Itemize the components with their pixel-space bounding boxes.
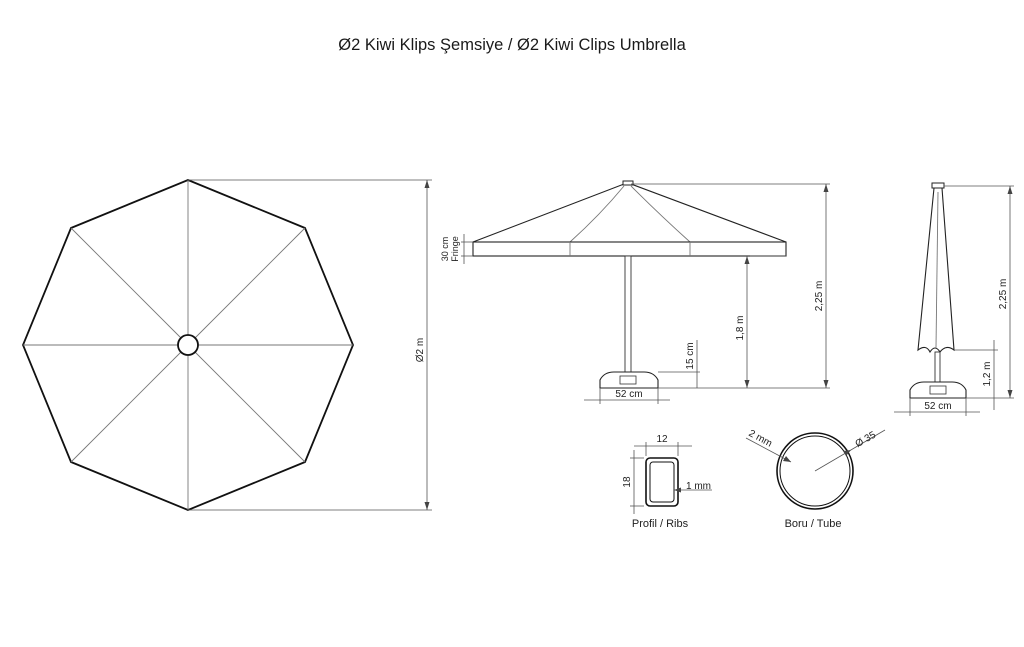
rib-height-label: 18 (622, 476, 633, 488)
center-hub (177, 334, 199, 356)
pole (624, 255, 632, 373)
canopy-roof (472, 183, 787, 243)
rib-wall-label: 1 mm (686, 481, 711, 492)
tube-section: 2 mm Ø 35 Boru / Tube (745, 428, 886, 530)
diameter-label: Ø2 m (415, 338, 426, 362)
rib-profile-inner (649, 461, 675, 503)
top-view: Ø2 m (22, 179, 432, 511)
closed-height-label: 1,2 m (982, 361, 993, 386)
base-width-label: 52 cm (615, 389, 642, 400)
drawing-title: Ø2 Kiwi Klips Şemsiye / Ø2 Kiwi Clips Um… (338, 36, 686, 54)
closed-canopy (917, 187, 955, 354)
closed-total-height-label: 2,25 m (998, 279, 1009, 310)
canopy-fringe (472, 241, 787, 257)
fringe-height-label: 30 cm (440, 237, 450, 262)
canopy-ribs (23, 180, 353, 510)
closed-view: 2,25 m 1,2 m 52 cm (894, 182, 1014, 416)
tube-diameter-label: Ø 35 (854, 429, 879, 450)
rib-profile: 12 18 1 mm Profil / Ribs (622, 434, 712, 530)
closed-base-width-label: 52 cm (924, 401, 951, 412)
rib-width-label: 12 (656, 434, 668, 445)
total-height-label: 2,25 m (814, 281, 825, 312)
rib-caption: Profil / Ribs (632, 518, 689, 530)
tube-wall-label: 2 mm (747, 428, 774, 449)
closed-pole (934, 351, 941, 383)
diameter-dimension: Ø2 m (188, 179, 432, 511)
side-view: 30 cm Fringe 2,25 m 1,8 m 15 cm 52 cm (440, 180, 830, 404)
base-height-label: 15 cm (685, 342, 696, 369)
canopy-edge-height-label: 1,8 m (735, 315, 746, 340)
fringe-label: Fringe (450, 236, 460, 262)
tube-caption: Boru / Tube (785, 518, 842, 530)
